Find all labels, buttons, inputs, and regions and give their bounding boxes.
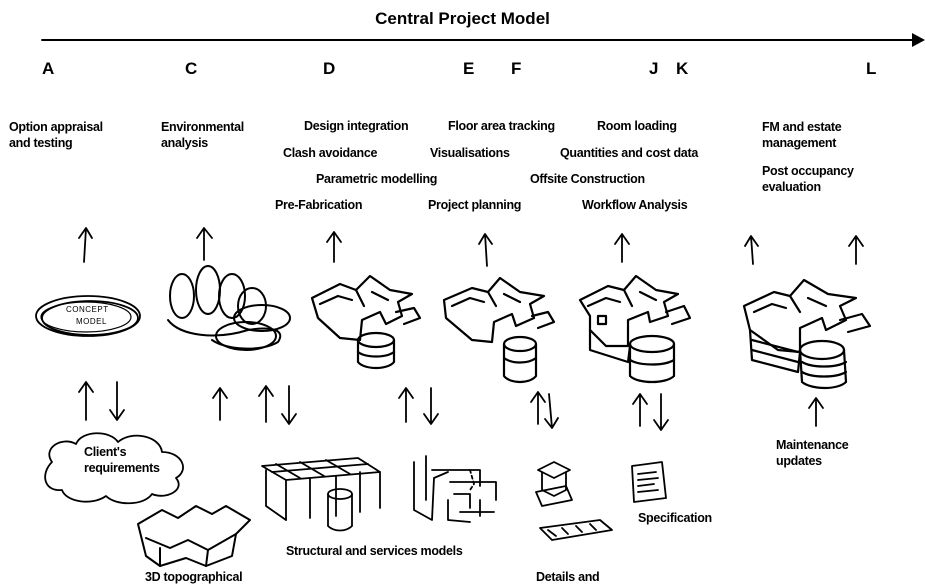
- up-arrow: [632, 393, 648, 427]
- up-arrow: [326, 231, 342, 263]
- down-arrow: [544, 393, 559, 429]
- label-clash-avoidance: Clash avoidance: [283, 146, 378, 160]
- stage-j: J: [649, 59, 659, 78]
- label-floor-area-tracking: Floor area tracking: [448, 119, 555, 133]
- building-sketch-l: [742, 278, 872, 390]
- stage-e: E: [463, 59, 475, 78]
- stage-c: C: [185, 59, 198, 78]
- output-arrows: [78, 227, 864, 267]
- stage-k: K: [676, 59, 689, 78]
- down-arrow: [423, 387, 439, 425]
- diagram-title: Central Project Model: [375, 9, 550, 28]
- up-arrow: [478, 233, 493, 267]
- label-design-integration: Design integration: [304, 119, 409, 133]
- up-arrow: [78, 227, 93, 263]
- down-arrow: [109, 381, 125, 421]
- specification-sketch: [631, 461, 667, 503]
- up-arrow: [78, 381, 94, 421]
- label-parametric: Parametric modelling: [316, 172, 438, 186]
- stage-l: L: [866, 59, 877, 78]
- stage-f: F: [511, 59, 522, 78]
- up-arrow: [258, 385, 274, 423]
- concept-model-sketch: [35, 295, 141, 337]
- timeline-arrow: [41, 33, 925, 47]
- label-prefabrication: Pre-Fabrication: [275, 198, 363, 212]
- concept-label-line1: CONCEPT: [66, 305, 109, 314]
- up-arrow: [808, 397, 824, 427]
- up-arrow: [212, 387, 228, 421]
- building-sketch-ef: [442, 276, 556, 384]
- building-sketch-d: [310, 274, 422, 370]
- building-sketch-jk: [578, 274, 692, 384]
- up-arrow: [196, 227, 213, 261]
- down-arrow: [281, 385, 297, 425]
- details-sketch: [535, 461, 613, 541]
- clients-cloud: [44, 432, 184, 505]
- label-quantities: Quantities and cost data: [560, 146, 698, 160]
- up-arrow: [848, 235, 864, 265]
- down-arrow: [653, 393, 669, 431]
- exchange-arrows: [78, 381, 824, 431]
- up-arrow: [744, 235, 759, 265]
- stage-d: D: [323, 59, 336, 78]
- label-specification: Specification: [638, 511, 712, 525]
- topo-sketch: [137, 505, 251, 567]
- label-structural-services: Structural and services models: [286, 544, 463, 558]
- label-offsite: Offsite Construction: [530, 172, 645, 186]
- label-room-loading: Room loading: [597, 119, 677, 133]
- stage-a: A: [42, 59, 55, 78]
- label-project-planning: Project planning: [428, 198, 522, 212]
- services-sketch: [413, 455, 497, 523]
- up-arrow: [614, 233, 630, 263]
- structural-sketch: [261, 457, 381, 532]
- label-workflow-analysis: Workflow Analysis: [582, 198, 688, 212]
- environmental-sketch: [167, 265, 291, 351]
- label-details: Details and: [536, 570, 600, 584]
- up-arrow: [398, 387, 414, 423]
- label-visualisations: Visualisations: [430, 146, 510, 160]
- label-3d-topographical: 3D topographical: [145, 570, 243, 584]
- up-arrow: [530, 391, 546, 425]
- concept-label-line2: MODEL: [76, 317, 107, 326]
